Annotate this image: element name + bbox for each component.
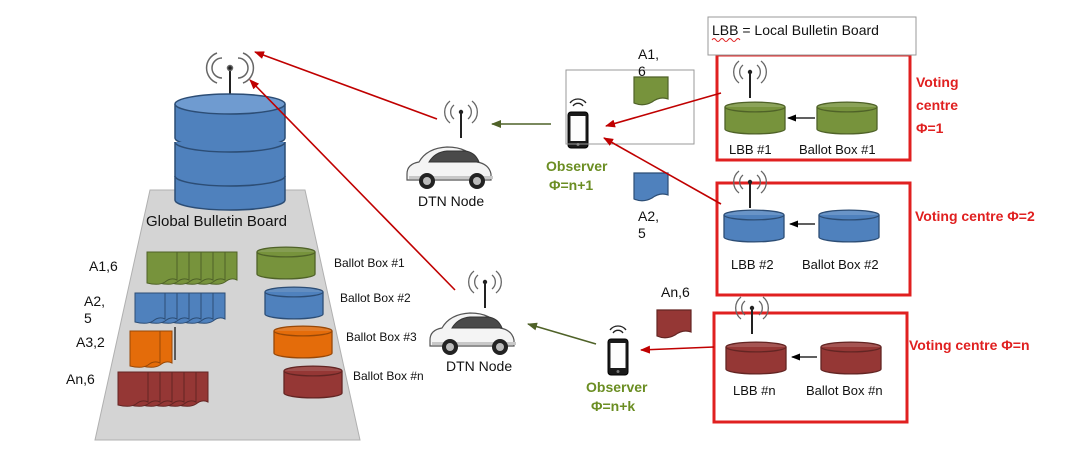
legend-box <box>707 16 917 56</box>
centre-2-title: Voting centre Φ=2 <box>915 208 1035 224</box>
ballot-stack-2 <box>134 292 226 324</box>
global-database-icon <box>174 93 286 211</box>
dtn-node-1-antenna-icon <box>444 100 478 138</box>
centre-n-title: Voting centre Φ=n <box>909 337 1030 353</box>
voting-centre-3 <box>712 296 909 424</box>
global-board-title: Global Bulletin Board <box>146 213 287 230</box>
gbb-row-label-1: A1,6 <box>89 258 118 274</box>
ballot-box-3-cylinder <box>820 341 882 375</box>
centre-1-title-line-2: centre <box>916 97 959 113</box>
lbb-3-cylinder <box>725 341 787 375</box>
observer-2-signal-icon <box>609 325 627 334</box>
lbb-2-cylinder <box>723 209 785 243</box>
observers <box>567 98 629 376</box>
centre-1-title-line-1: Voting <box>916 74 959 90</box>
transit-label-a1: A1, 6 <box>638 46 660 79</box>
flow-arrows <box>249 51 722 354</box>
observer-1-phi: Φ=n+1 <box>549 177 594 193</box>
dtn-nodes <box>406 100 516 355</box>
arrow-observer2-to-dtn2 <box>527 322 597 345</box>
voting-centre-frame <box>715 181 912 297</box>
voting-centres <box>712 53 912 424</box>
transit-label-an: An,6 <box>661 284 690 300</box>
dtn-node-1-car-icon <box>406 146 493 189</box>
dtn-node-label-1: DTN Node <box>418 193 485 209</box>
legend-spellcheck-underline <box>711 38 741 42</box>
gbb-row-label-2: A2, 5 <box>84 293 106 326</box>
gbb-box-label-2: Ballot Box #2 <box>340 291 411 305</box>
gbb-row-label-4: An,6 <box>66 371 95 387</box>
dtn-node-2-car-icon <box>429 312 516 355</box>
lbb-1-label: LBB #1 <box>729 142 772 157</box>
gbb-ballot-box-2 <box>264 286 324 320</box>
ballot-document-green <box>633 76 669 106</box>
lbb-1-cylinder <box>724 101 786 135</box>
ballot-box-2-cylinder <box>818 209 880 243</box>
gbb-ballot-box-1 <box>256 246 316 280</box>
centre-2-box-label: Ballot Box #2 <box>802 257 879 272</box>
arrow-centren-to-observer2 <box>640 345 715 354</box>
arrow-dtn1-to-database <box>254 51 438 120</box>
observer-1-title: Observer <box>546 158 608 174</box>
observer-2-phone-icon <box>607 338 629 376</box>
gbb-ballot-box-4 <box>283 365 343 399</box>
ballot-document-red <box>656 309 692 339</box>
gbb-ballot-box-3 <box>273 325 333 359</box>
observer-frame <box>565 69 695 145</box>
lbb-2-label: LBB #2 <box>731 257 774 272</box>
database-antenna-icon <box>205 52 255 96</box>
arrow-centre2-to-observer1 <box>603 137 722 205</box>
observer-2-title: Observer <box>586 379 648 395</box>
voting-centre-frame <box>712 311 909 424</box>
dtn-node-2-antenna-icon <box>468 270 502 308</box>
gbb-box-label-3: Ballot Box #3 <box>346 330 417 344</box>
arrow-dtn2-to-database <box>249 79 456 291</box>
observer-2-phi: Φ=n+k <box>591 398 636 414</box>
centre-1-box-label: Ballot Box #1 <box>799 142 876 157</box>
gbb-box-label-4: Ballot Box #n <box>353 369 424 383</box>
centre-n-box-label: Ballot Box #n <box>806 383 883 398</box>
observer-1-phone-icon <box>567 111 589 149</box>
arrow-centre1-to-observer1 <box>605 92 722 128</box>
gbb-box-label-1: Ballot Box #1 <box>334 256 405 270</box>
centre-1-title-line-3: Φ=1 <box>916 120 944 136</box>
observer-1-signal-icon <box>569 98 587 107</box>
voting-centre-3-antenna-icon <box>735 296 769 334</box>
voting-centre-1-antenna-icon <box>733 60 767 98</box>
voting-centre-2 <box>715 170 912 297</box>
voting-centre-1 <box>715 53 912 162</box>
global-board-rows <box>117 246 343 407</box>
ballot-box-1-cylinder <box>816 101 878 135</box>
ballot-document-blue <box>633 172 669 202</box>
ballot-stack-1 <box>146 251 238 285</box>
transit-label-a2: A2, 5 <box>638 208 660 241</box>
legend-text: LBB = Local Bulletin Board <box>712 22 879 38</box>
gbb-row-label-3: A3,2 <box>76 334 105 350</box>
ballot-stack-3 <box>129 330 173 368</box>
lbb-n-label: LBB #n <box>733 383 776 398</box>
ballot-stack-4 <box>117 371 209 407</box>
dtn-node-label-2: DTN Node <box>446 358 513 374</box>
voting-centre-2-antenna-icon <box>733 170 767 208</box>
